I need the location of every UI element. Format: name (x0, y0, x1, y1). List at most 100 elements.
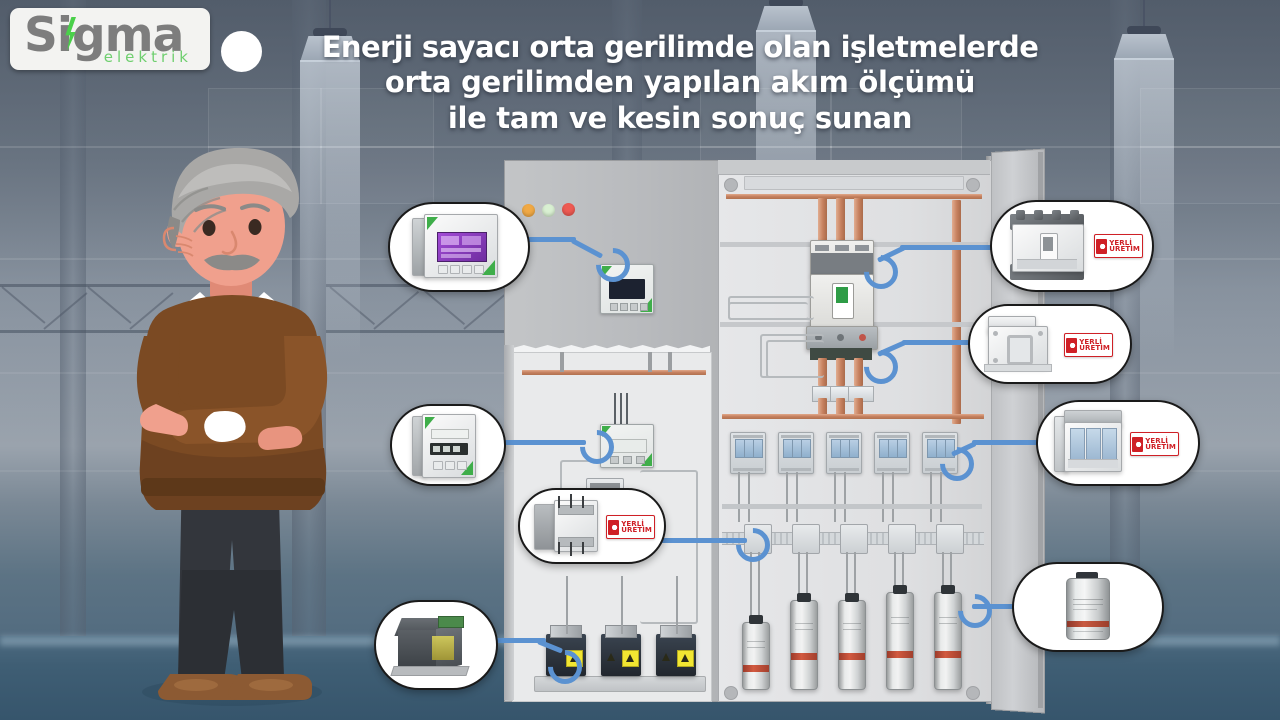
main-breaker-top-terminals (810, 240, 874, 276)
warning-label (677, 650, 694, 667)
fuse-cartridge (1070, 428, 1085, 460)
relay-button[interactable] (445, 461, 455, 470)
callout-molded-case-breaker[interactable]: YERLİ ÜRETİM (990, 200, 1154, 292)
capacitor-terminal (844, 593, 860, 602)
callout-capacitor-contactor[interactable]: YERLİ ÜRETİM (518, 488, 666, 564)
fuse-base (1068, 459, 1118, 468)
indicator-light-red[interactable] (562, 203, 575, 216)
breaker-base-strip (1017, 259, 1077, 269)
indicator-light-green[interactable] (542, 204, 555, 217)
link-wire (892, 472, 894, 522)
capacitor-contactor-2[interactable] (792, 524, 820, 554)
lamp-light-cone (300, 60, 360, 360)
power-capacitor-1[interactable] (742, 615, 770, 690)
relay-button[interactable] (433, 461, 443, 470)
busbar-drop (854, 398, 863, 416)
turkish-flag-icon (1132, 436, 1145, 452)
capacitor-contactor-3[interactable] (840, 524, 868, 554)
callout-power-analyzer[interactable] (388, 202, 530, 292)
fuse-bar (733, 435, 763, 438)
screw (837, 334, 844, 341)
callout-current-transformer[interactable]: YERLİ ÜRETİM (968, 304, 1132, 384)
capacitor-contactor-5[interactable] (936, 524, 964, 554)
breaker-cover (811, 253, 873, 275)
relay-accent (602, 426, 611, 437)
fuse-switch-disconnector-1[interactable] (730, 432, 766, 474)
wire-duct (766, 340, 824, 378)
fuse-element (897, 439, 907, 458)
capacitor-label-line (794, 623, 814, 624)
fuse-bar (781, 435, 811, 438)
link-wire (796, 472, 798, 522)
capacitor-contactor-1[interactable] (744, 524, 772, 554)
meter-button[interactable] (610, 303, 618, 311)
transformer-winding (432, 636, 454, 660)
molded-case-circuit-breaker[interactable] (810, 274, 874, 328)
control-wire (614, 393, 616, 425)
power-capacitor-5[interactable] (934, 585, 962, 690)
callout-control-transformer[interactable] (374, 600, 498, 690)
meter-button[interactable] (620, 303, 628, 311)
callout-fuse-disconnector[interactable]: YERLİ ÜRETİM (1036, 400, 1200, 486)
control-wire (620, 393, 622, 425)
transformer-wire (621, 576, 623, 634)
panel-reactive-power-relay[interactable] (600, 424, 654, 468)
relay-button[interactable] (623, 456, 632, 464)
relay-readout (430, 443, 468, 455)
breaker-bottom-terminals (810, 348, 872, 360)
meter-button[interactable] (640, 303, 648, 311)
fuse-switch-disconnector-2[interactable] (778, 432, 814, 474)
cap-wire (942, 552, 944, 592)
relay-button[interactable] (457, 461, 467, 470)
terminal-shroud (1016, 210, 1025, 220)
control-transformer-3[interactable] (656, 625, 696, 676)
brand-logo[interactable]: Sigma elektrik (10, 8, 210, 70)
analyzer-button[interactable] (474, 265, 484, 274)
power-capacitor-2[interactable] (790, 593, 818, 690)
ct-window (1007, 335, 1033, 365)
meter-button[interactable] (630, 303, 638, 311)
indicator-light-orange[interactable] (522, 204, 535, 217)
cabinet-screw (724, 178, 738, 192)
fuse-bar (733, 468, 763, 471)
badge-text: YERLİ ÜRETİM (1109, 239, 1140, 253)
capacitor-band (839, 653, 865, 660)
cap-wire (950, 552, 952, 592)
capacitor-terminal (796, 593, 812, 602)
control-transformer-2[interactable] (601, 625, 641, 676)
control-wire (626, 393, 628, 425)
breaker-toggle-grip (1043, 237, 1053, 251)
fuse-switch-disconnector-3[interactable] (826, 432, 862, 474)
relay-button[interactable] (636, 456, 645, 464)
link-wire (748, 472, 750, 522)
cap-wire (798, 552, 800, 598)
fuse-cartridge (1102, 428, 1117, 460)
busbar (726, 194, 982, 199)
callout-power-capacitor[interactable] (1012, 562, 1164, 652)
relay-button[interactable] (610, 456, 619, 464)
busbar-support (560, 352, 564, 372)
busbar-support (668, 352, 672, 372)
capacitor-contactor-4[interactable] (888, 524, 916, 554)
fuse-switch-disconnector-4[interactable] (874, 432, 910, 474)
callout-reactive-power-relay[interactable] (390, 404, 506, 486)
screw (815, 334, 822, 341)
panel-network-analyzer[interactable] (600, 264, 654, 314)
link-wire (738, 472, 740, 522)
contactor-terminal (590, 483, 620, 488)
analyzer-button[interactable] (462, 265, 472, 274)
analyzer-button[interactable] (450, 265, 460, 274)
power-capacitor-3[interactable] (838, 593, 866, 690)
analyzer-button[interactable] (438, 265, 448, 274)
badge-line-2: ÜRETİM (1079, 344, 1110, 352)
capacitor-label-line (938, 623, 958, 624)
engineer-character (136, 147, 328, 706)
relay-front (422, 414, 476, 478)
yerli-uretim-badge: YERLİ ÜRETİM (1094, 234, 1143, 258)
transformer-mount-foot (390, 666, 470, 676)
fuse-element (801, 439, 811, 458)
relay-accent (425, 417, 435, 429)
busbar-drop (818, 358, 827, 386)
contactor-terminal-row (558, 537, 594, 547)
power-capacitor-4[interactable] (886, 585, 914, 690)
